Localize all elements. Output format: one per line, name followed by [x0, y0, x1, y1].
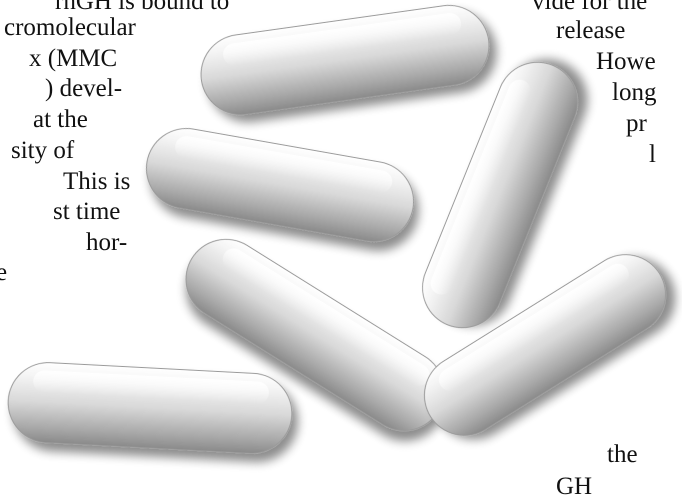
left-text-line-9: hor-: [86, 229, 128, 256]
pill-right-vertical: [422, 61, 578, 329]
pill-top: [200, 4, 490, 116]
pill-bottom-left: [7, 362, 293, 454]
right-text-line-2: release: [556, 17, 626, 44]
right-text-line-6: l: [649, 141, 656, 168]
right-text-line-5: pr: [626, 110, 647, 137]
right-text-line-3: Howe: [596, 48, 656, 75]
pill-middle: [145, 128, 415, 242]
left-text-line-6: sity of: [11, 137, 75, 164]
bottom-right-line-1: the: [607, 441, 638, 468]
right-text-line-1: vide for the: [532, 0, 648, 15]
left-text-line-4: ) devel-: [45, 75, 123, 102]
left-text-line-3: x (MMC: [29, 45, 118, 72]
left-text-line-8: st time: [53, 198, 121, 225]
left-text-line-2: cromolecular: [4, 14, 136, 41]
left-text-line-1: rhGH is bound to: [55, 0, 230, 15]
left-text-line-10: e: [0, 259, 8, 286]
pill-lower-right: [423, 254, 667, 436]
left-text-line-5: at the: [33, 106, 88, 133]
right-text-line-4: long: [612, 79, 657, 106]
capsule-pills-illustration: [7, 4, 667, 454]
left-text-line-7: This is: [63, 168, 131, 195]
